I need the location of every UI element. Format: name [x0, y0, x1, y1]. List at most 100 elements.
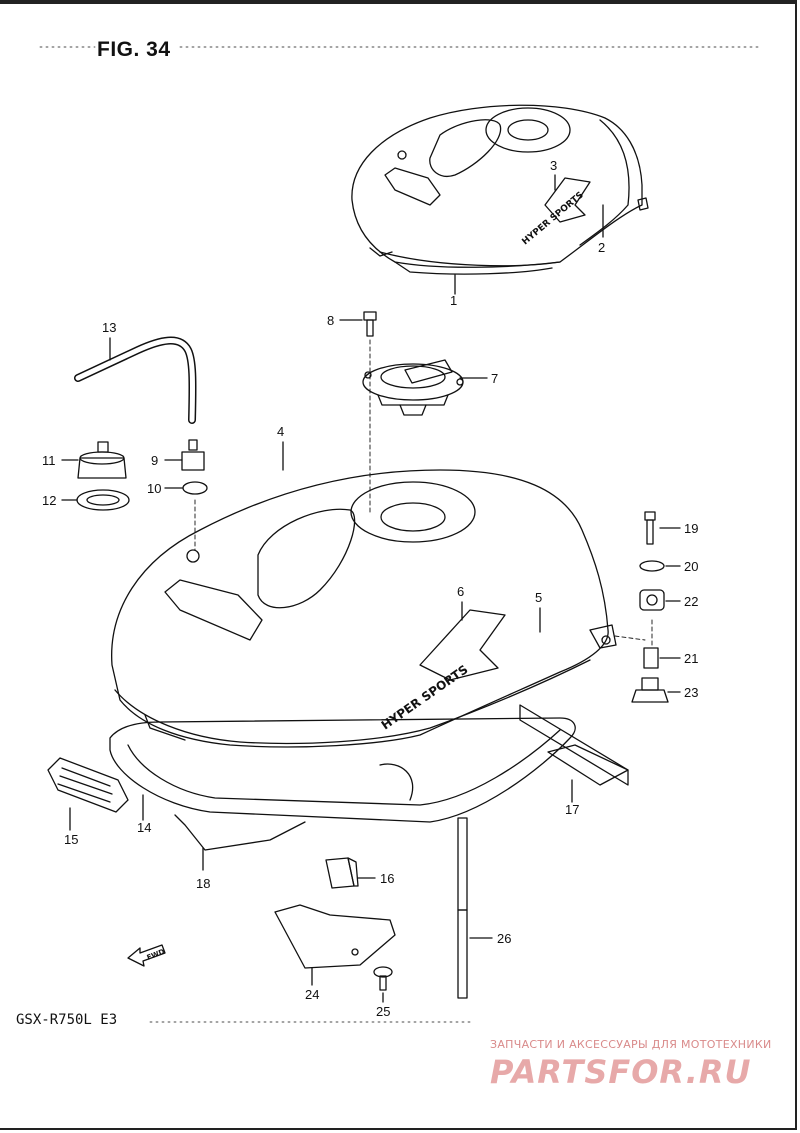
label-18: 18 — [196, 876, 210, 891]
fwd-arrow-shape — [127, 944, 166, 967]
bracket-24-hole — [351, 948, 359, 956]
tank-cover-rim — [394, 261, 553, 275]
label-2: 2 — [598, 240, 605, 255]
label-1: 1 — [450, 293, 457, 308]
top-tank-decal-text: HYPER SPORTS — [521, 190, 586, 247]
nipple-9-top — [188, 439, 198, 451]
fuel-cap — [362, 359, 464, 416]
bushing-22 — [639, 589, 665, 611]
fuel-cap-lid — [380, 365, 446, 389]
bolt-8-head — [363, 311, 377, 321]
fuel-cap-key-slot — [404, 359, 453, 384]
main-tank-mount-hole — [601, 635, 611, 645]
main-tank-recess — [257, 508, 356, 609]
pad-15-outline — [47, 757, 129, 813]
collar-21 — [643, 647, 659, 669]
rail-17-block — [547, 744, 629, 786]
label-10: 10 — [147, 481, 161, 496]
main-tank-decal-text: HYPER SPORTS — [379, 662, 471, 732]
main-tank-r-emblem — [419, 609, 506, 681]
drain-plug-11 — [77, 441, 127, 479]
tray-14-inner-edge — [127, 729, 561, 806]
hose-inner — [75, 338, 196, 423]
tank-rail-17 — [519, 704, 629, 786]
tank-cover-assembly — [351, 104, 649, 275]
label-4: 4 — [277, 424, 284, 439]
bolt-8 — [363, 311, 377, 337]
main-tank-vent-hole — [186, 549, 200, 563]
label-19: 19 — [684, 521, 698, 536]
bushing-22-hole — [646, 594, 658, 606]
rod-26-upper — [457, 817, 468, 911]
main-tank-body — [111, 469, 609, 748]
main-tank-mount-tab — [589, 624, 617, 649]
cover-front-grip — [384, 167, 441, 206]
vent-hose — [74, 336, 197, 424]
tray-14-cutout — [379, 763, 414, 801]
bolt-19 — [644, 511, 656, 545]
nipple-9-body — [181, 451, 205, 471]
bolt-19-head — [644, 511, 656, 521]
label-17: 17 — [565, 802, 579, 817]
label-7: 7 — [491, 371, 498, 386]
screw-25-shank — [379, 975, 387, 991]
bracket-24 — [274, 904, 396, 969]
label-24: 24 — [305, 987, 319, 1002]
watermark-logo: PARTSFOR.RU — [490, 1053, 752, 1091]
plug-11-body — [77, 457, 127, 479]
assembly-guide-mount — [614, 635, 646, 641]
screw-25-head — [373, 966, 393, 978]
label-14: 14 — [137, 820, 151, 835]
cushion-23-base — [631, 689, 669, 703]
rubber-pad-15 — [47, 757, 129, 813]
cushion-23 — [631, 677, 669, 703]
nipple-9 — [181, 439, 205, 471]
label-20: 20 — [684, 559, 698, 574]
cushion-23-top — [641, 677, 659, 691]
label-26: 26 — [497, 931, 511, 946]
washer-10 — [182, 481, 208, 495]
bracket-plate-18 — [174, 814, 306, 851]
gasket-12-outer — [76, 489, 130, 511]
tray-14-outline — [109, 717, 576, 823]
plug-11-top — [79, 451, 125, 465]
label-11: 11 — [42, 453, 56, 468]
screw-25 — [373, 966, 393, 991]
cover-recess — [429, 119, 502, 177]
gasket-12 — [76, 489, 130, 511]
model-code: GSX-R750L E3 — [16, 1012, 118, 1028]
main-tank-front-bracket — [144, 714, 186, 741]
main-filler-inner — [380, 502, 446, 532]
label-22: 22 — [684, 594, 698, 609]
tank-cover-side-panel — [579, 119, 630, 246]
label-9: 9 — [151, 453, 158, 468]
cover-bolt-hole — [397, 150, 407, 160]
rod-26 — [457, 817, 468, 999]
fuel-cap-screw-2 — [456, 378, 464, 386]
main-tank-front-grip — [164, 579, 263, 641]
bolt-19-shank — [646, 519, 654, 545]
damper-16-front — [325, 857, 355, 889]
tank-tray-14 — [109, 717, 576, 823]
damper-block-16 — [325, 857, 359, 889]
pad-15-ribs — [57, 767, 113, 803]
bushing-22-body — [639, 589, 665, 611]
cover-filler-ring-outer — [485, 107, 571, 153]
label-8: 8 — [327, 313, 334, 328]
label-13: 13 — [102, 320, 116, 335]
washer-20 — [639, 560, 665, 572]
main-filler-outer — [350, 481, 476, 543]
tank-cover-lower-edge — [379, 251, 561, 267]
tank-cover-body — [351, 104, 643, 268]
label-12: 12 — [42, 493, 56, 508]
part-number-labels: 1 2 3 4 5 6 7 8 9 10 11 12 13 14 15 16 1… — [42, 158, 698, 1019]
label-3: 3 — [550, 158, 557, 173]
main-fuel-tank — [111, 469, 617, 748]
label-15: 15 — [64, 832, 78, 847]
bolt-8-shank — [366, 319, 374, 337]
cover-filler-ring-inner — [507, 119, 549, 141]
figure-title: FIG. 34 — [97, 38, 171, 61]
rod-26-lower — [457, 909, 468, 999]
